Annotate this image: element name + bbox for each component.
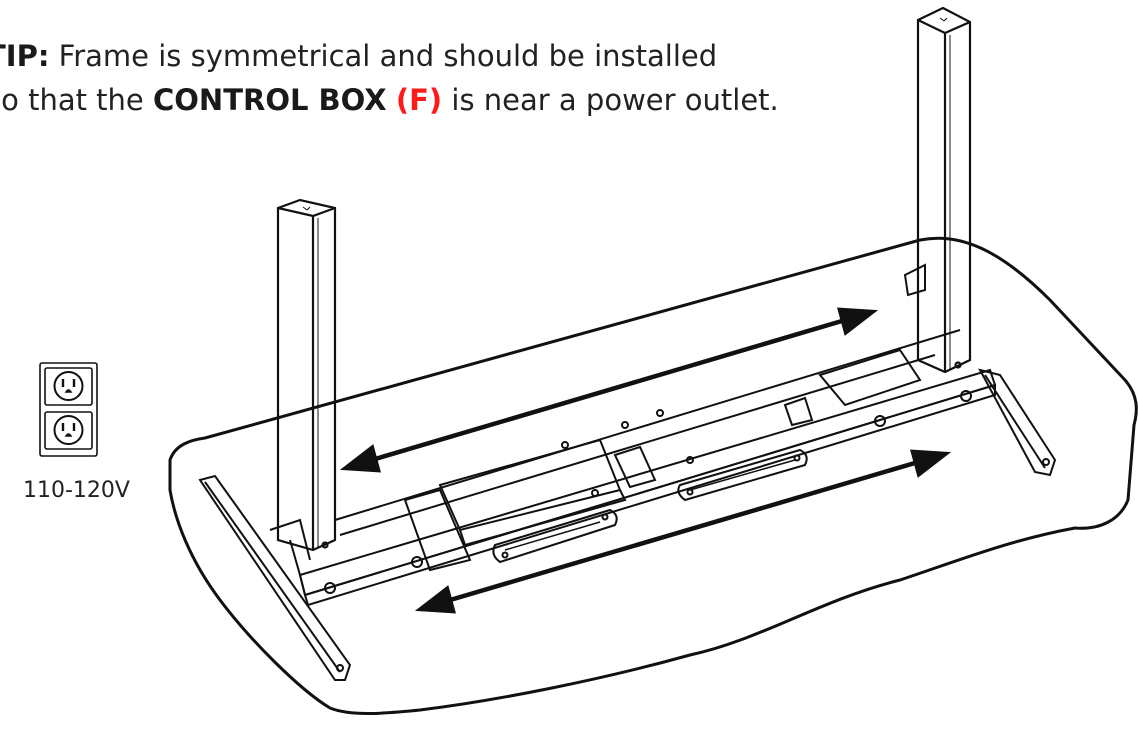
tip-line1-text: Frame is symmetrical and should be insta…	[49, 39, 718, 73]
left-foot	[198, 474, 352, 681]
voltage-label: 110-120V	[23, 478, 130, 503]
left-leg	[276, 198, 337, 552]
power-outlet-icon	[39, 362, 98, 457]
tip-line-2: so that the CONTROL BOX (F) is near a po…	[0, 78, 779, 122]
frame-crossbar	[269, 329, 997, 607]
extension-arrow-lower	[414, 449, 952, 614]
right-leg	[916, 6, 972, 374]
control-box-illustration	[403, 348, 922, 572]
extension-arrow-upper	[339, 307, 879, 473]
tip-line2-before: so that the	[0, 83, 153, 117]
slotted-bracket-left	[492, 508, 618, 564]
desktop-surface	[168, 236, 1138, 715]
right-foot	[903, 263, 1057, 477]
control-box-label: CONTROL BOX	[153, 83, 387, 117]
tip-text: TIP: Frame is symmetrical and should be …	[0, 34, 779, 122]
tip-line2-after: is near a power outlet.	[442, 83, 779, 117]
control-box-ref: (F)	[395, 83, 443, 117]
tip-prefix: TIP:	[0, 39, 50, 73]
slotted-bracket-right	[677, 448, 808, 502]
tip-line-1: TIP: Frame is symmetrical and should be …	[0, 34, 779, 78]
